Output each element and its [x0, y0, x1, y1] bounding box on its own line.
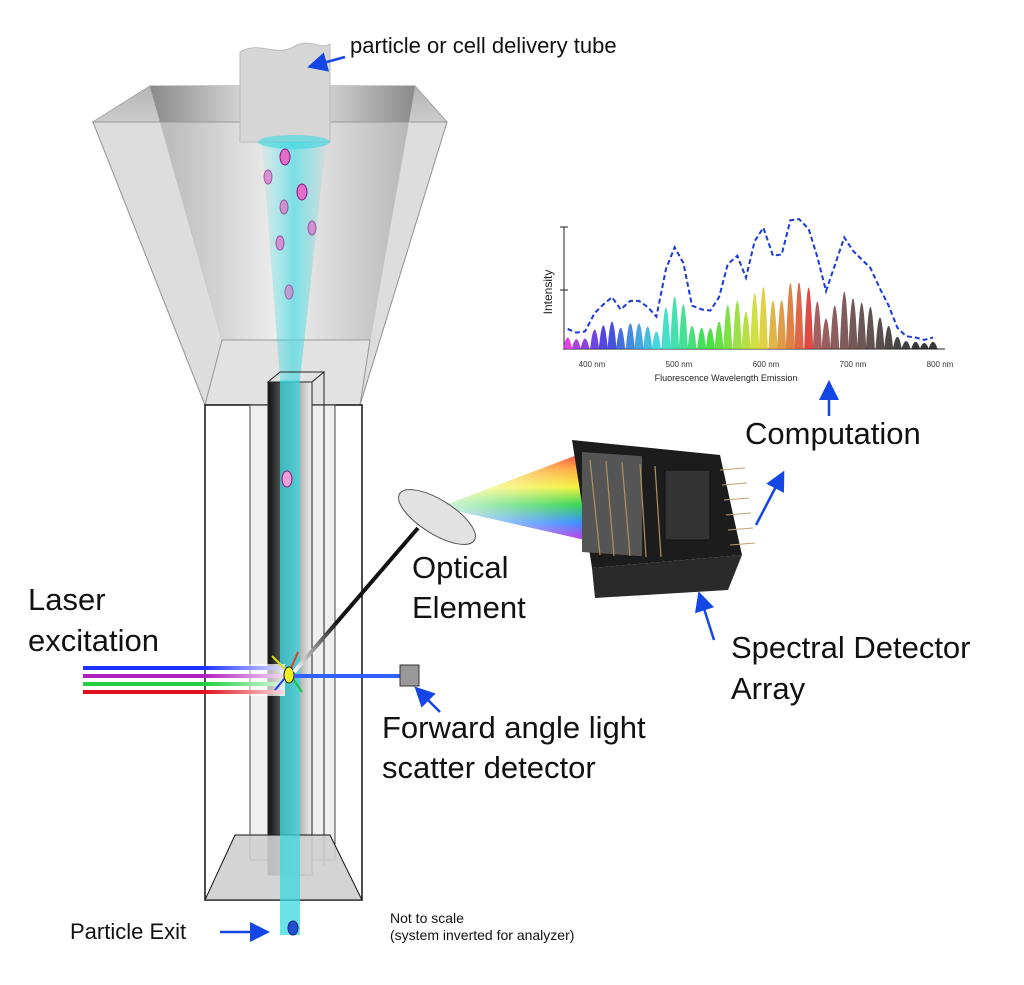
spectrum-peak [687, 325, 697, 349]
spectrum-peak [697, 327, 707, 349]
optical-element [398, 489, 476, 545]
spectrum-peak [911, 341, 921, 349]
forward-label-2: scatter detector [382, 750, 596, 785]
note-label-2: (system inverted for analyzer) [390, 927, 575, 943]
spectrum-peak [598, 325, 608, 349]
spectrum-peak [714, 321, 724, 349]
spectrum-peak [651, 331, 661, 349]
x-tick-label: 800 nm [927, 360, 954, 369]
x-tick-label: 500 nm [666, 360, 693, 369]
sample-stream [262, 142, 326, 380]
spectrum-peak [563, 337, 573, 349]
particle-exit-label: Particle Exit [70, 919, 187, 944]
spectrum-peak [785, 283, 795, 349]
arrow-forward [414, 686, 441, 713]
note-label-1: Not to scale [390, 910, 464, 926]
flow-cell [204, 371, 363, 935]
spectrum-peak [705, 328, 715, 349]
spectrum-peak [732, 300, 742, 349]
arrow-computation [754, 470, 785, 526]
spectrum-peak [670, 296, 680, 349]
spectrum-peak [857, 302, 867, 349]
spectrum-peak [919, 342, 929, 349]
spectrum-peak [616, 327, 626, 349]
computation-label: Computation [745, 416, 921, 451]
spectrum-peak [839, 291, 849, 349]
x-tick-label: 600 nm [753, 360, 780, 369]
spectrum-peak [634, 323, 644, 349]
laser-beams [83, 664, 285, 696]
arrow-spectral [695, 591, 716, 641]
spectrum-peak [830, 305, 840, 349]
spectrum-peak [571, 339, 581, 349]
particles [263, 148, 317, 936]
spectrum-peak [865, 306, 875, 349]
spectrum-peak [678, 304, 688, 349]
spectrum-peak [812, 301, 822, 349]
laser-label-2: excitation [28, 623, 159, 658]
spectral-detector-array [572, 440, 756, 598]
laser-label-1: Laser [28, 582, 106, 617]
side-emission-beam [292, 526, 420, 674]
spectrum-peak [777, 300, 787, 349]
spectrum-peak [821, 318, 831, 349]
spectrum-peak [590, 329, 600, 349]
spectrum-peak [741, 311, 751, 349]
delivery-tube [239, 42, 331, 149]
spectrum-peak [758, 286, 768, 349]
spectrum-peak [750, 293, 760, 349]
spectrum-peak [875, 317, 885, 349]
x-axis-label: Fluorescence Wavelength Emission [655, 373, 798, 383]
spectrum-peak [723, 305, 733, 349]
spectrum-peak [892, 336, 902, 349]
optical-element-label-1: Optical [412, 550, 509, 585]
spectrum-peak [607, 321, 617, 349]
y-axis-label: Intensity [541, 270, 555, 315]
spectrum-peak [884, 325, 894, 349]
spectrum-peak [804, 287, 814, 349]
spectrum-peak [848, 298, 858, 349]
spectrum-peak [794, 282, 804, 349]
spectrum-peak [928, 341, 938, 349]
delivery-tube-label: particle or cell delivery tube [350, 33, 617, 58]
optical-element-label-2: Element [412, 590, 526, 625]
x-tick-label: 400 nm [579, 360, 606, 369]
spectrum-peak [661, 307, 671, 349]
spectrum-peak [643, 326, 653, 349]
spectral-label-1: Spectral Detector [731, 630, 971, 665]
forward-label-1: Forward angle light [382, 710, 646, 745]
spectrum-envelope [567, 218, 934, 341]
arrows [220, 52, 839, 942]
emission-spectrum-chart: 400 nm 500 nm 600 nm 700 nm 800 nm Intensity… [541, 218, 954, 383]
x-tick-label: 700 nm [840, 360, 867, 369]
spectrum-peak [580, 338, 590, 349]
spectrum-peak [901, 341, 911, 349]
interrogation-point [271, 651, 303, 693]
arrow-delivery-tube [307, 52, 346, 72]
spectrum-peak [625, 323, 635, 349]
spectrum-peak [768, 300, 778, 349]
spectral-label-2: Array [731, 671, 806, 706]
forward-scatter-detector [399, 664, 420, 687]
